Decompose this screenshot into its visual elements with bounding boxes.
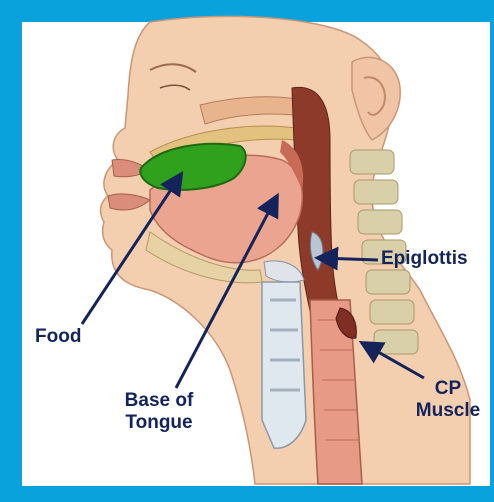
- epiglottis-label: Epiglottis: [381, 248, 468, 270]
- cp-muscle-label: CP Muscle: [409, 378, 487, 422]
- larynx: [262, 282, 306, 448]
- cp-muscle-label-line2: Muscle: [409, 400, 487, 422]
- base-of-tongue-label-line2: Tongue: [104, 412, 214, 434]
- cp-muscle-label-line1: CP: [409, 378, 487, 400]
- epiglottis-arrow: [320, 258, 378, 260]
- base-of-tongue-label: Base of Tongue: [104, 390, 214, 434]
- base-of-tongue-label-line1: Base of: [104, 390, 214, 412]
- food-label: Food: [35, 326, 81, 348]
